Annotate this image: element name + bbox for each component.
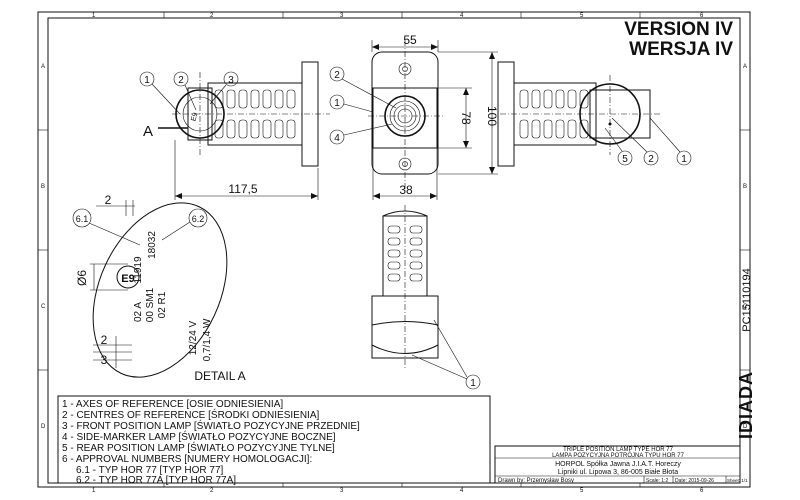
dim-width-top: 55 — [403, 33, 417, 47]
legend-item-5: 5 - REAR POSITION LAMP [ŚWIATŁO POZYCYJN… — [62, 441, 335, 454]
legend-item-4: 4 - SIDE-MARKER LAMP [ŚWIATŁO POZYCYJNE … — [62, 430, 336, 443]
grid-row-d-left: D — [41, 424, 46, 430]
callout-2-right: 2 — [648, 154, 654, 165]
grid-col-3-bottom: 3 — [340, 488, 344, 494]
callout-1-right: 1 — [681, 154, 687, 165]
stamp-line7: 0,7/1,4 W — [202, 318, 213, 361]
dim-height-mid: 78 — [459, 111, 473, 125]
title-line-2: LAMPA POZYCYJNA POTRÓJNA TYPU HOR 77 — [552, 452, 684, 459]
detail-callouts — [72, 208, 208, 246]
stamp-line5: 02 R1 — [157, 291, 168, 318]
callouts-left — [139, 71, 239, 129]
detail-label: DETAIL A — [194, 369, 245, 383]
outer-frame — [37, 11, 751, 488]
side-view — [368, 40, 498, 200]
stamp-line4: 00 SM1 — [145, 287, 156, 322]
callout-4-center: 4 — [334, 133, 340, 144]
callout-3-left: 3 — [228, 75, 234, 86]
grid-row-a-right: A — [743, 64, 747, 70]
grid-row-b-left: B — [41, 184, 45, 190]
svg-text:E9: E9 — [190, 112, 199, 122]
grid-ticks — [38, 12, 750, 487]
side-code: PC15110194 — [741, 268, 753, 331]
grid-row-c-right: C — [743, 304, 748, 310]
detail-dim-bottom: 3 — [101, 353, 108, 367]
legend-item-6-1: 6.1 - TYP HOR 77 [TYP HOR 77] — [76, 465, 224, 476]
callout-6-2: 6.2 — [192, 214, 205, 224]
version-heading-pl: WERSJA IV — [629, 39, 733, 60]
drawn-by: Drawn by: Przemysław Bosy — [498, 478, 574, 484]
version-heading: VERSION IV — [624, 19, 733, 40]
dim-length: 117,5 — [228, 182, 257, 196]
callout-1-left: 1 — [144, 75, 150, 86]
stamp-line6: 12/24 V — [188, 320, 199, 355]
rear-view — [497, 61, 660, 167]
stamp-line2: 18032 — [147, 231, 158, 259]
company-line-1: HORPOL Spółka Jawna J.I.A.T. Horeczy — [555, 461, 681, 468]
title-block — [494, 445, 741, 484]
grid-col-5-top: 5 — [580, 13, 584, 19]
dim-height-outer: 100 — [485, 106, 499, 126]
callout-2-center: 2 — [334, 70, 340, 81]
callout-2-left: 2 — [178, 75, 184, 86]
front-view: E9 — [172, 61, 330, 200]
detail-dim-left: 2 — [101, 333, 108, 347]
bottom-view — [371, 205, 439, 368]
callout-bottom — [411, 319, 481, 390]
legend-item-6-2: 6.2 - TYP HOR 77A [TYP HOR 77A] — [76, 475, 236, 486]
callout-1-bottom: 1 — [470, 378, 476, 389]
legend-item-1: 1 - AXES OF REFERENCE [OSIE ODNIESIENIA] — [62, 399, 283, 410]
grid-row-c-left: C — [41, 304, 46, 310]
grid-col-5-bottom: 5 — [580, 488, 584, 494]
callouts-right — [604, 117, 692, 166]
grid-col-3-top: 3 — [340, 13, 344, 19]
grid-col-2-bottom: 2 — [210, 488, 214, 494]
detail-a — [90, 200, 228, 378]
grid-col-6-bottom: 6 — [700, 488, 704, 494]
company-line-2: Lipniki ul. Lipowa 3, 86-005 Białe Błota — [558, 469, 678, 476]
callout-5-right: 5 — [622, 154, 628, 165]
grid-col-2-top: 2 — [210, 13, 214, 19]
detail-e-mark: E9 — [121, 273, 134, 285]
section-marker-a: A — [143, 123, 153, 140]
detail-dim-diameter: Ø6 — [75, 270, 89, 286]
stamp-line3: 02 A — [133, 302, 144, 322]
grid-row-d-right: D — [743, 424, 748, 430]
grid-col-4-top: 4 — [460, 13, 464, 19]
legend-item-6: 6 - APPROVAL NUMBERS [NUMERY HOMOLOGACJI… — [62, 454, 312, 465]
brand-logo: IDIADA — [736, 371, 756, 439]
legend-item-2: 2 - CENTRES OF REFERENCE [ŚRODKI ODNIESI… — [62, 408, 319, 421]
grid-col-1-top: 1 — [92, 13, 96, 19]
legend-box — [57, 395, 491, 484]
grid-col-4-bottom: 4 — [460, 488, 464, 494]
grid-col-6-top: 6 — [700, 13, 704, 19]
dim-width-bottom: 38 — [399, 183, 413, 197]
title-line-1: TRIPLE POSITION LAMP TYPE HOR 77 — [563, 447, 673, 453]
legend-item-3: 3 - FRONT POSITION LAMP [ŚWIATŁO POZYCYJ… — [62, 419, 360, 432]
grid-row-b-right: B — [743, 184, 747, 190]
callout-6-1: 6.1 — [76, 214, 89, 224]
date: Date: 2015-09-26 — [675, 478, 714, 484]
callouts-center — [329, 66, 397, 145]
detail-dim-top: 2 — [105, 193, 112, 207]
callout-1-center: 1 — [334, 98, 340, 109]
grid-col-1-bottom: 1 — [92, 488, 96, 494]
grid-row-a-left: A — [41, 64, 45, 70]
scale: Scale: 1:2 — [646, 478, 668, 484]
sheet: Sheet: 1/1 — [727, 478, 748, 483]
stamp-line1: 11919 — [133, 256, 144, 284]
